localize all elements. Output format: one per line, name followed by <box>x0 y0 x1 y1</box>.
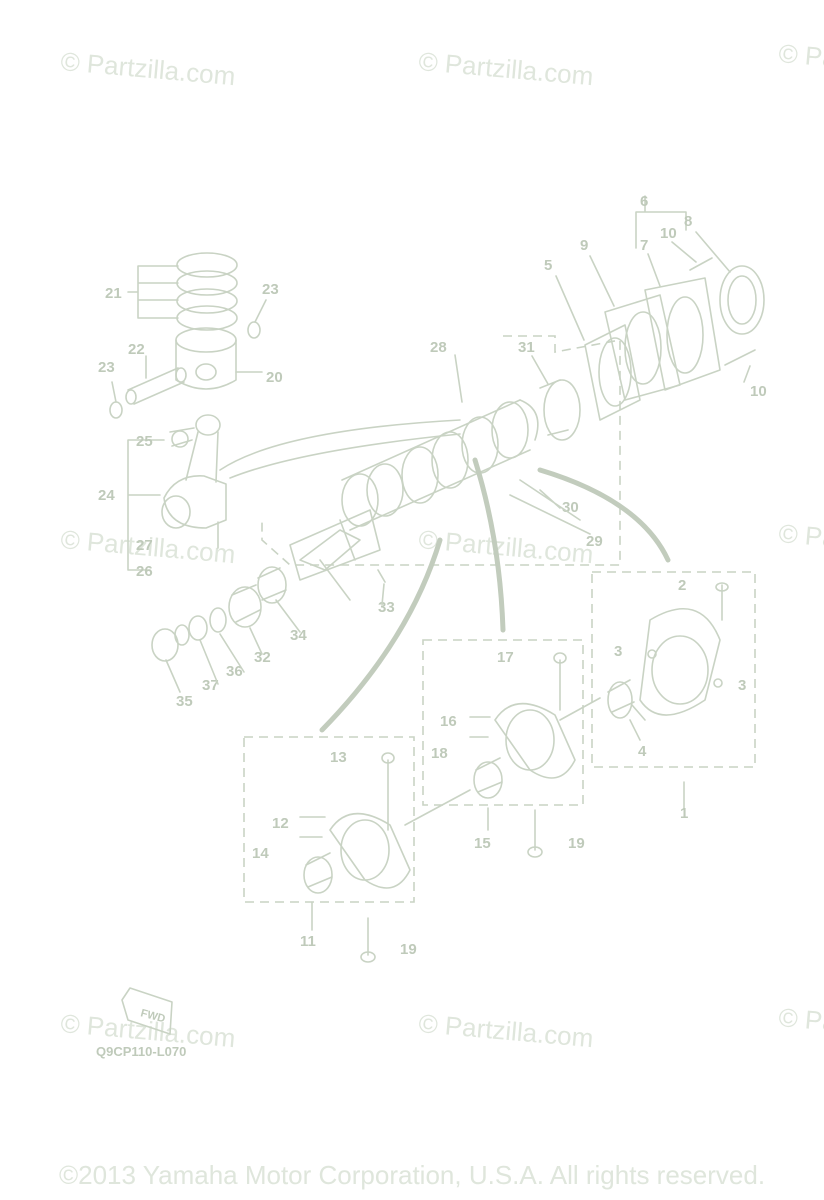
main-bearing-group-15 <box>469 652 576 858</box>
callout-26: 26 <box>136 563 153 580</box>
watermark-middle-right: © Partzilla.com <box>777 518 824 563</box>
callout-16: 16 <box>440 713 457 730</box>
callout-10-top: 10 <box>660 225 677 242</box>
callout-23-left: 23 <box>98 359 115 376</box>
callout-23-right: 23 <box>262 281 279 298</box>
callout-10-bottom: 10 <box>750 383 767 400</box>
callout-2: 2 <box>678 577 686 594</box>
watermark-top-center: © Partzilla.com <box>417 46 594 91</box>
callout-13: 13 <box>330 749 347 766</box>
callout-21: 21 <box>105 285 122 302</box>
watermark-middle-center: © Partzilla.com <box>417 524 594 569</box>
watermark-bottom-right: © Partzilla.com <box>777 1002 824 1047</box>
dashed-groups <box>243 335 756 903</box>
piston-rings <box>127 252 238 331</box>
callout-30: 30 <box>562 499 579 516</box>
callout-14: 14 <box>252 845 269 862</box>
callout-19-left: 19 <box>400 941 417 958</box>
piston <box>175 327 263 390</box>
callout-4: 4 <box>638 743 647 760</box>
callout-6: 6 <box>640 193 648 210</box>
watermark-bottom-center: © Partzilla.com <box>417 1008 594 1053</box>
watermark-top-right: © Partzilla.com <box>777 38 824 83</box>
callout-20: 20 <box>266 369 283 386</box>
bearing-31 <box>539 379 581 441</box>
callout-24: 24 <box>98 487 115 504</box>
callout-numbers: 1 2 3 3 4 5 6 7 8 9 10 10 11 12 13 14 15… <box>98 193 767 958</box>
callout-37: 37 <box>202 677 219 694</box>
main-bearing-group-11 <box>299 752 471 963</box>
callout-9: 9 <box>580 237 588 254</box>
callout-28: 28 <box>430 339 447 356</box>
callout-8: 8 <box>684 213 692 230</box>
watermark-top-left: © Partzilla.com <box>59 46 236 91</box>
callout-7: 7 <box>640 237 648 254</box>
watermarks: © Partzilla.com © Partzilla.com © Partzi… <box>59 38 824 1053</box>
callout-33: 33 <box>378 599 395 616</box>
callout-11: 11 <box>300 933 316 950</box>
callout-32: 32 <box>254 649 271 666</box>
main-bearing-group-1 <box>559 582 729 809</box>
seal-housing-and-gaskets <box>584 195 765 421</box>
callout-27: 27 <box>136 537 153 554</box>
callout-19-middle: 19 <box>568 835 585 852</box>
callout-12: 12 <box>272 815 289 832</box>
callout-3-left: 3 <box>614 643 622 660</box>
piston-pin-and-clips <box>109 299 267 419</box>
callout-25: 25 <box>136 433 153 450</box>
callout-15: 15 <box>474 835 491 852</box>
copyright-notice: ©2013 Yamaha Motor Corporation, U.S.A. A… <box>58 1160 766 1190</box>
callout-29: 29 <box>586 533 603 550</box>
callout-5: 5 <box>544 257 552 274</box>
callout-18: 18 <box>431 745 448 762</box>
group-leader-lines <box>319 457 671 733</box>
callout-35: 35 <box>176 693 193 710</box>
callout-leaders <box>165 231 751 693</box>
diagram-code: Q9CP110-L070 <box>96 1044 186 1059</box>
callout-34: 34 <box>290 627 307 644</box>
callout-3-right: 3 <box>738 677 746 694</box>
callout-31: 31 <box>518 339 535 356</box>
callout-1: 1 <box>680 805 688 822</box>
crankshaft <box>299 399 539 601</box>
callout-22: 22 <box>128 341 145 358</box>
drive-gear-stack <box>151 509 386 662</box>
callout-17: 17 <box>497 649 514 666</box>
callout-36: 36 <box>226 663 243 680</box>
connecting-rod <box>127 414 461 571</box>
